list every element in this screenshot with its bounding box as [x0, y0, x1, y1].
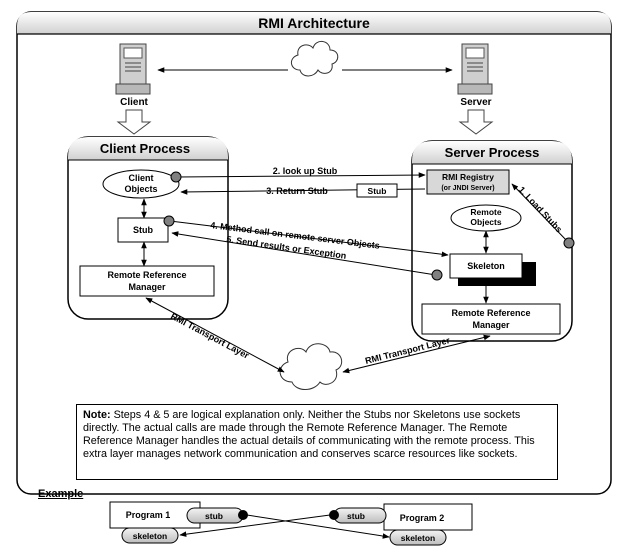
- client-down-arrow: [116, 109, 152, 135]
- load-stubs-arrow: [511, 183, 569, 243]
- client-rrm-box: [79, 265, 215, 297]
- client-process-title: Client Process: [100, 141, 190, 156]
- rmi-registry-label-1: RMI Registry: [442, 172, 494, 182]
- client-label: Client: [120, 97, 148, 108]
- rmi-registry-label-2: (or JNDI Server): [441, 185, 494, 192]
- client-stub-label: Stub: [133, 225, 153, 235]
- example-skeleton-right-label: skeleton: [401, 533, 436, 543]
- client-objects-label-1: Client: [128, 173, 153, 183]
- program1-label: Program 1: [126, 510, 171, 520]
- method-call-arrow: [169, 220, 449, 258]
- load-stubs-endpoint: [563, 237, 575, 249]
- rmi-registry-box: [426, 169, 510, 195]
- example-arrow-right-to-left: [179, 514, 331, 537]
- remote-objects-label-2: Objects: [470, 217, 501, 227]
- note-label: Note:: [83, 409, 111, 421]
- return-stub-box: [356, 183, 398, 198]
- example-stub-right-label: stub: [347, 511, 365, 521]
- return-stub-box-label: Stub: [368, 186, 387, 196]
- program2-label: Program 2: [400, 513, 445, 523]
- skeleton-label: Skeleton: [467, 261, 505, 271]
- server-label: Server: [460, 97, 491, 108]
- client-computer-icon: [115, 43, 151, 95]
- server-computer-icon: [457, 43, 493, 95]
- return-stub-label: 3. Return Stub: [266, 186, 328, 196]
- server-rrm-label-1: Remote Reference: [451, 308, 530, 318]
- client-transport-link: [145, 297, 285, 373]
- remote-objects-label-1: Remote: [470, 207, 501, 217]
- client-objects-label-2: Objects: [124, 184, 157, 194]
- server-transport-link: [342, 334, 491, 374]
- transport-cloud-icon: [279, 343, 343, 390]
- example-skeleton-left-label: skeleton: [133, 531, 168, 541]
- server-process-title: Server Process: [445, 145, 540, 160]
- send-results-arrow: [171, 231, 437, 276]
- client-rrm-label-1: Remote Reference: [107, 270, 186, 280]
- diagram-title: RMI Architecture: [258, 15, 370, 31]
- example-title: Example: [38, 488, 84, 500]
- example-skeleton-left: [121, 527, 179, 544]
- server-down-arrow: [458, 109, 494, 135]
- note-text: Steps 4 & 5 are logical explanation only…: [83, 409, 535, 460]
- network-cloud-icon: [291, 41, 339, 77]
- server-rrm-label-2: Manager: [472, 320, 510, 330]
- client-stub-box: [117, 217, 169, 243]
- client-objects-node: [102, 169, 180, 199]
- skeleton-box: [449, 253, 523, 279]
- lookup-stub-label: 2. look up Stub: [273, 166, 338, 176]
- client-rrm-label-2: Manager: [128, 282, 166, 292]
- server-rrm-box: [421, 303, 561, 335]
- example-stub-left-label: stub: [205, 511, 223, 521]
- example-skeleton-right: [389, 529, 447, 546]
- note-box: Note: Steps 4 & 5 are logical explanatio…: [76, 404, 558, 480]
- example-arrow-left-to-right: [246, 514, 390, 539]
- lookup-stub-arrow: [176, 172, 426, 178]
